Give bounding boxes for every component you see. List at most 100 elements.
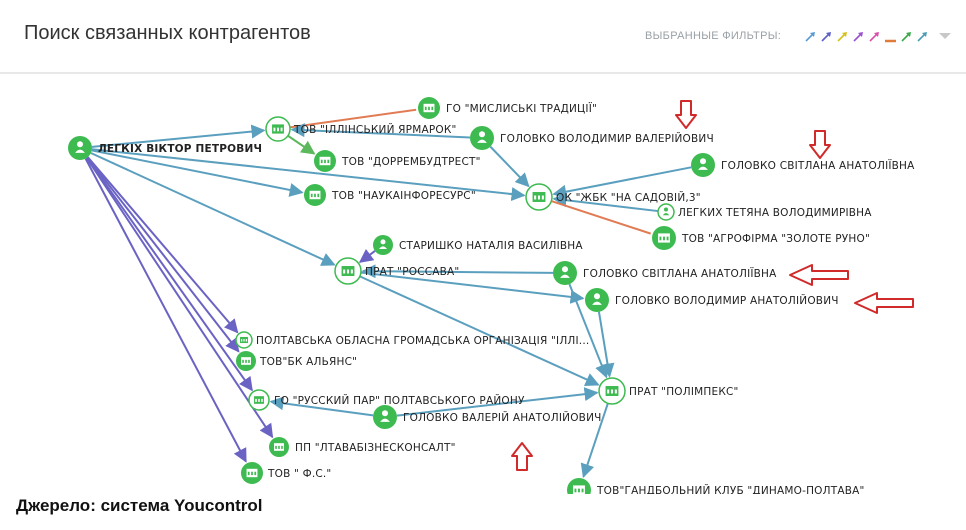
selected-filters-label: ВЫБРАННЫЕ ФИЛЬТРЫ: xyxy=(645,30,782,42)
filters-dropdown-chevron-icon[interactable] xyxy=(939,33,951,39)
company-building-icon xyxy=(341,266,355,276)
person-icon xyxy=(662,207,670,216)
graph-node-label: ПП "ЛТАВАБІЗНЕСКОНСАЛТ" xyxy=(295,442,456,454)
teal-arrow-icon xyxy=(917,32,927,42)
graph-node-label: ГОЛОВКО ВАЛЕРІЙ АНАТОЛІЙОВИЧ xyxy=(403,411,602,424)
graph-node-label: ГОЛОВКО СВІТЛАНА АНАТОЛІЇВНА xyxy=(721,159,915,172)
graph-node-n22[interactable]: ТОВ"ГАНДБОЛЬНИЙ КЛУБ "ДИНАМО-ПОЛТАВА" xyxy=(567,478,865,494)
page-title: Поиск связанных контрагентов xyxy=(24,22,311,44)
graph-node-n20[interactable]: ПП "ЛТАВАБІЗНЕСКОНСАЛТ" xyxy=(269,437,456,457)
edge-n9-n8 xyxy=(552,193,659,213)
edge-n1-n12 xyxy=(90,152,336,266)
red-arrow-icon-4 xyxy=(854,292,914,314)
company-building-icon xyxy=(240,336,248,344)
blue-arrow-icon xyxy=(805,32,815,42)
graph-node-n4[interactable]: ГОЛОВКО ВОЛОДИМИР ВАЛЕРІЙОВИЧ xyxy=(470,126,714,150)
edge-n12-n17 xyxy=(359,275,600,386)
connections-graph[interactable]: ЛЕГКІХ ВІКТОР ПЕТРОВИЧ ТОВ "ІЛЛІНСЬКИЙ ЯР… xyxy=(0,74,966,494)
red-arrow-icon-5 xyxy=(511,442,533,471)
graph-node-n16[interactable]: ТОВ"БК АЛЬЯНС" xyxy=(236,351,357,371)
pink-arrow-icon xyxy=(869,32,879,42)
company-building-icon xyxy=(532,192,546,202)
graph-node-label: ТОВ "АГРОФІРМА "ЗОЛОТЕ РУНО" xyxy=(681,233,870,245)
graph-node-label: ГО "МИСЛИСЬКІ ТРАДИЦІЇ" xyxy=(446,102,597,115)
graph-node-n18[interactable]: ГО "РУССКИЙ ПАР" ПОЛТАВСЬКОГО РАЙОНУ xyxy=(248,389,525,411)
company-building-icon xyxy=(246,468,258,478)
company-building-icon xyxy=(241,357,251,365)
edge-n1-n21 xyxy=(84,158,247,463)
person-icon xyxy=(477,131,487,143)
edge-n1-n20 xyxy=(85,157,274,439)
graph-node-n5[interactable]: ТОВ "ДОРРЕМБУДТРЕСТ" xyxy=(314,150,481,172)
selected-filters-icons xyxy=(803,28,933,44)
graph-node-n2[interactable]: ТОВ "ІЛЛІНСЬКИЙ ЯРМАРОК" xyxy=(265,116,457,142)
edge-n4-n8 xyxy=(489,145,530,188)
graph-node-label: ТОВ " Ф.С." xyxy=(267,468,331,480)
person-icon xyxy=(698,158,708,170)
graph-node-n14[interactable]: ГОЛОВКО ВОЛОДИМИР АНАТОЛІЙОВИЧ xyxy=(585,288,839,312)
graph-node-label: ГОЛОВКО ВОЛОДИМИР ВАЛЕРІЙОВИЧ xyxy=(500,132,714,145)
graph-node-n13[interactable]: ГОЛОВКО СВІТЛАНА АНАТОЛІЇВНА xyxy=(553,261,777,285)
person-icon xyxy=(560,266,570,278)
graph-node-n21[interactable]: ТОВ " Ф.С." xyxy=(241,462,331,484)
edge-n17-n22 xyxy=(580,403,609,479)
page-header: Поиск связанных контрагентов ВЫБРАННЫЕ Ф… xyxy=(0,0,966,74)
graph-node-n9[interactable]: ЛЕГКИХ ТЕТЯНА ВОЛОДИМИРІВНА xyxy=(657,203,872,221)
edge-n19-n18 xyxy=(269,396,374,417)
edge-n13-n17 xyxy=(568,283,609,379)
edge-n2-n5 xyxy=(287,134,316,155)
graph-node-label: ГОЛОВКО ВОЛОДИМИР АНАТОЛІЙОВИЧ xyxy=(615,294,839,307)
graph-node-label: ПРАТ "ПОЛІМПЕКС" xyxy=(629,386,739,398)
graph-node-n15[interactable]: ПОЛТАВСЬКА ОБЛАСНА ГРОМАДСЬКА ОРГАНІЗАЦІ… xyxy=(235,331,589,349)
company-building-icon xyxy=(254,396,264,404)
red-arrow-icon-1 xyxy=(675,100,697,129)
graph-node-label: ПОЛТАВСЬКА ОБЛАСНА ГРОМАДСЬКА ОРГАНІЗАЦІ… xyxy=(256,335,589,347)
person-icon xyxy=(380,410,390,422)
company-building-icon xyxy=(272,124,284,134)
graph-node-n8[interactable]: ОК "ЖБК "НА САДОВІЙ,3" xyxy=(525,183,701,211)
company-building-icon xyxy=(423,103,435,113)
edge-n4-n2 xyxy=(290,123,471,139)
edge-n1-n8 xyxy=(91,148,526,202)
edge-n1-n16 xyxy=(86,156,240,353)
graph-node-n7[interactable]: ТОВ "НАУКАІНФОРЕСУРС" xyxy=(304,184,476,206)
indigo-arrow-icon xyxy=(821,32,831,42)
graph-node-label: ГОЛОВКО СВІТЛАНА АНАТОЛІЇВНА xyxy=(583,267,777,280)
purple-arrow-icon xyxy=(853,32,863,42)
graph-node-label: ОК "ЖБК "НА САДОВІЙ,3" xyxy=(556,191,701,204)
edge-n8-n10 xyxy=(551,200,652,235)
edge-n12-n14 xyxy=(360,271,585,304)
edge-n6-n8 xyxy=(552,166,692,199)
graph-node-label: ТОВ "НАУКАІНФОРЕСУРС" xyxy=(331,190,476,202)
person-icon xyxy=(378,239,388,250)
graph-node-n3[interactable]: ГО "МИСЛИСЬКІ ТРАДИЦІЇ" xyxy=(418,97,597,119)
person-icon xyxy=(75,141,85,153)
company-building-icon xyxy=(658,233,670,243)
green-arrow-icon xyxy=(901,32,911,42)
graph-node-n10[interactable]: ТОВ "АГРОФІРМА "ЗОЛОТЕ РУНО" xyxy=(652,226,870,250)
company-building-icon xyxy=(274,443,284,451)
graph-node-n19[interactable]: ГОЛОВКО ВАЛЕРІЙ АНАТОЛІЙОВИЧ xyxy=(373,405,602,429)
yellow-arrow-icon xyxy=(837,32,847,42)
graph-node-label: ТОВ"ГАНДБОЛЬНИЙ КЛУБ "ДИНАМО-ПОЛТАВА" xyxy=(596,484,865,494)
graph-node-label: ПРАТ "РОССАВА" xyxy=(365,266,459,278)
edge-n1-n2 xyxy=(91,124,266,148)
red-arrow-icon-3 xyxy=(789,264,849,286)
graph-node-n12[interactable]: ПРАТ "РОССАВА" xyxy=(334,257,459,285)
graph-nodes: ЛЕГКІХ ВІКТОР ПЕТРОВИЧ ТОВ "ІЛЛІНСЬКИЙ ЯР… xyxy=(68,97,915,494)
company-building-icon xyxy=(319,156,331,166)
graph-node-n17[interactable]: ПРАТ "ПОЛІМПЕКС" xyxy=(598,377,739,405)
edge-n1-n15 xyxy=(87,156,239,334)
red-arrow-icon-2 xyxy=(809,130,831,159)
company-building-icon xyxy=(309,190,321,200)
graph-node-label: СТАРИШКО НАТАЛІЯ ВАСИЛІВНА xyxy=(399,240,583,252)
graph-node-n11[interactable]: СТАРИШКО НАТАЛІЯ ВАСИЛІВНА xyxy=(373,235,583,255)
company-building-icon xyxy=(573,485,585,494)
graph-node-label: ЛЕГКИХ ТЕТЯНА ВОЛОДИМИРІВНА xyxy=(678,207,872,219)
graph-node-n6[interactable]: ГОЛОВКО СВІТЛАНА АНАТОЛІЇВНА xyxy=(691,153,915,177)
graph-node-label: ТОВ "ІЛЛІНСЬКИЙ ЯРМАРОК" xyxy=(293,123,457,136)
graph-node-label: ТОВ "ДОРРЕМБУДТРЕСТ" xyxy=(341,156,481,168)
edge-n11-n12 xyxy=(358,248,376,263)
graph-node-n1[interactable]: ЛЕГКІХ ВІКТОР ПЕТРОВИЧ xyxy=(68,136,262,160)
edge-n1-n7 xyxy=(91,149,304,197)
